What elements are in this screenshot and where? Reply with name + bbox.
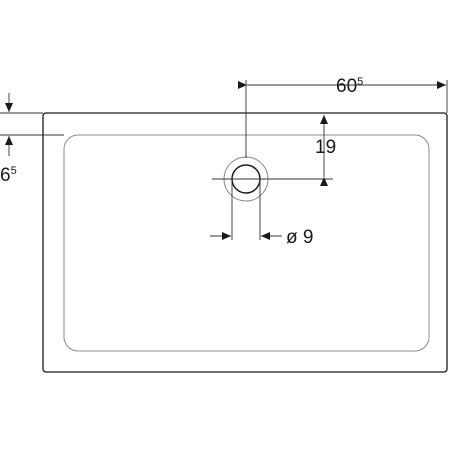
svg-text:65: 65 xyxy=(0,165,17,186)
dim-label-drain-offset: 19 xyxy=(315,137,336,158)
dimension-drain-diameter: ø 9 xyxy=(210,227,313,248)
tray-inner-outline xyxy=(63,134,430,352)
dimension-drain-offset: 19 xyxy=(280,115,336,186)
tray-outer-outline xyxy=(42,112,448,373)
svg-text:19: 19 xyxy=(315,137,336,158)
dim-label-left-rim: 6 xyxy=(0,165,11,186)
dim-label-right-width: 60 xyxy=(336,76,357,97)
dim-label-left-rim-sup: 5 xyxy=(11,165,17,177)
svg-text:ø 9: ø 9 xyxy=(286,227,313,248)
dimension-right-width: 605 xyxy=(238,76,448,113)
drain xyxy=(212,80,280,240)
dim-label-right-width-sup: 5 xyxy=(357,76,363,88)
svg-text:605: 605 xyxy=(336,76,363,97)
dimension-left-rim: 65 xyxy=(0,93,64,186)
dim-label-drain-diameter: ø 9 xyxy=(286,227,313,248)
